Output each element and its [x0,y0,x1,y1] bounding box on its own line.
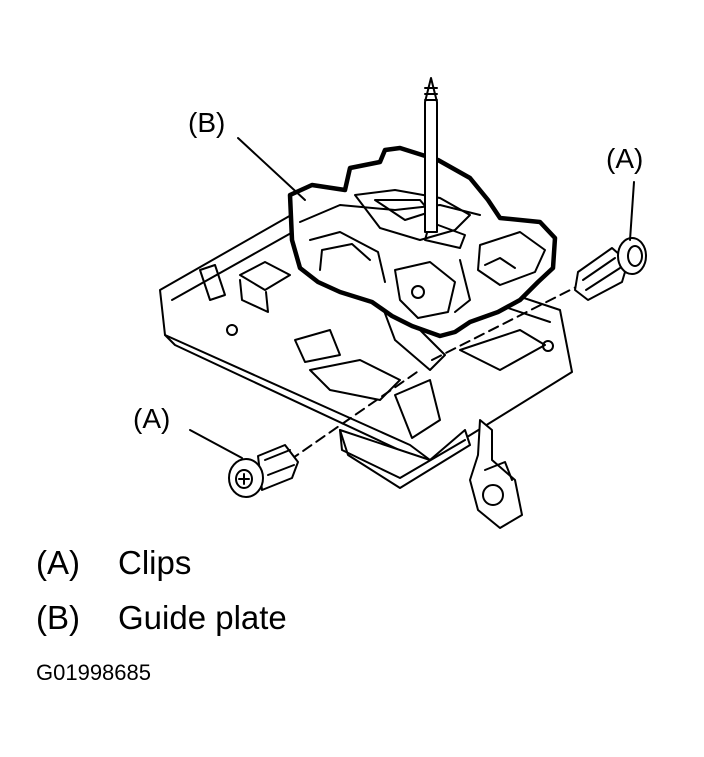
legend-label: Guide plate [118,599,287,636]
callout-clip-left: (A) [133,403,170,434]
legend-label: Clips [118,544,192,581]
callout-guide-plate: (B) [188,107,225,138]
legend-item-guide-plate: (B) Guide plate [36,601,287,634]
shifter-assembly-diagram: (B) (A) (A) [133,77,647,529]
clip-right [431,237,647,361]
leader-clip-left [189,429,243,459]
legend-item-clips: (A) Clips [36,546,191,579]
legend-key: (B) [36,599,80,636]
guide-plate [287,145,558,339]
lower-housing [339,419,523,529]
legend-key: (A) [36,544,80,581]
callout-clip-right: (A) [606,143,643,174]
selector-rod [424,77,438,233]
leader-clip-right [629,181,635,241]
figure-id: G01998685 [36,660,151,685]
clip-left [228,369,421,498]
leader-guide-plate [237,137,306,201]
